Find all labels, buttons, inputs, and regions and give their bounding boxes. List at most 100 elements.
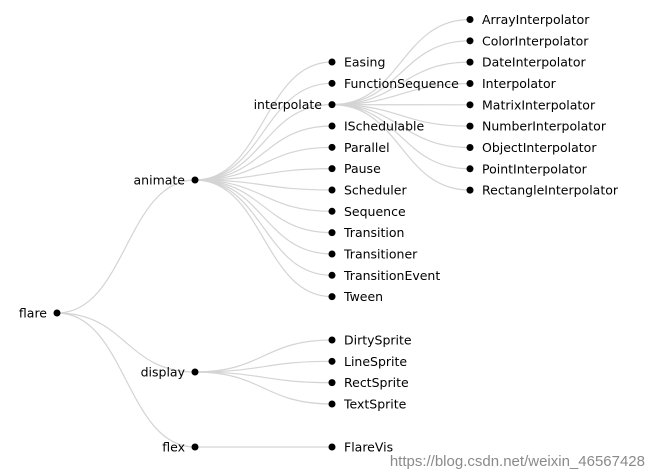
node-transition[interactable]: Transition xyxy=(328,225,405,240)
node-dot[interactable] xyxy=(191,368,199,376)
link-flare-flex xyxy=(56,312,196,448)
link-animate-function-sequence xyxy=(194,82,333,181)
node-dot[interactable] xyxy=(328,58,336,66)
node-label: flare xyxy=(19,306,47,321)
node-dot[interactable] xyxy=(191,176,199,184)
node-label: ISchedulable xyxy=(344,118,425,133)
node-transition-event[interactable]: TransitionEvent xyxy=(328,268,441,283)
node-dot[interactable] xyxy=(328,250,336,258)
node-dot[interactable] xyxy=(466,37,474,45)
link-interpolate-rectangle-interpolator xyxy=(331,104,471,191)
link-interpolate-array-interpolator xyxy=(331,18,471,106)
node-dot[interactable] xyxy=(328,336,336,344)
node-object-interpolator[interactable]: ObjectInterpolator xyxy=(466,140,598,155)
node-function-sequence[interactable]: FunctionSequence xyxy=(328,76,460,91)
node-label: FunctionSequence xyxy=(344,76,459,91)
node-date-interpolator[interactable]: DateInterpolator xyxy=(466,55,587,70)
node-dot[interactable] xyxy=(328,443,336,451)
node-rectangle-interpolator[interactable]: RectangleInterpolator xyxy=(466,183,619,198)
node-dot[interactable] xyxy=(53,309,61,317)
link-interpolate-object-interpolator xyxy=(331,104,471,149)
node-display[interactable]: display xyxy=(141,365,199,380)
node-label: Transitioner xyxy=(343,246,418,261)
node-dot[interactable] xyxy=(191,443,199,451)
link-animate-tween xyxy=(194,179,333,298)
node-label: NumberInterpolator xyxy=(482,119,607,134)
node-line-sprite[interactable]: LineSprite xyxy=(328,354,408,369)
node-dot[interactable] xyxy=(328,379,336,387)
node-label: Interpolator xyxy=(482,76,557,91)
node-dot[interactable] xyxy=(466,101,474,109)
node-dot[interactable] xyxy=(466,143,474,151)
node-parallel[interactable]: Parallel xyxy=(328,140,390,155)
node-dot[interactable] xyxy=(328,400,336,408)
link-interpolate-date-interpolator xyxy=(331,61,471,106)
node-dot[interactable] xyxy=(328,357,336,365)
node-interpolate[interactable]: interpolate xyxy=(254,97,336,112)
link-display-text-sprite xyxy=(194,371,333,405)
node-label: FlareVis xyxy=(344,440,393,455)
node-dot[interactable] xyxy=(466,122,474,130)
link-display-line-sprite xyxy=(194,360,333,373)
node-label: animate xyxy=(134,173,186,188)
node-scheduler[interactable]: Scheduler xyxy=(328,182,408,197)
node-label: Transition xyxy=(343,225,404,240)
link-display-rect-sprite xyxy=(194,371,333,384)
node-pause[interactable]: Pause xyxy=(328,161,382,176)
node-flare[interactable]: flare xyxy=(19,306,61,321)
node-number-interpolator[interactable]: NumberInterpolator xyxy=(466,119,607,134)
node-flex[interactable]: flex xyxy=(162,440,199,455)
node-transitioner[interactable]: Transitioner xyxy=(328,246,419,261)
node-flare-vis[interactable]: FlareVis xyxy=(328,440,394,455)
node-label: DateInterpolator xyxy=(482,55,586,70)
node-label: RectSprite xyxy=(344,375,409,390)
node-dot[interactable] xyxy=(328,186,336,194)
node-dot[interactable] xyxy=(466,79,474,87)
node-ischedulable[interactable]: ISchedulable xyxy=(328,118,425,133)
node-matrix-interpolator[interactable]: MatrixInterpolator xyxy=(466,97,596,112)
node-color-interpolator[interactable]: ColorInterpolator xyxy=(466,33,590,48)
node-dot[interactable] xyxy=(466,58,474,66)
link-display-dirty-sprite xyxy=(194,339,333,373)
node-dot[interactable] xyxy=(328,79,336,87)
link-animate-transition-event xyxy=(194,179,333,276)
link-flare-display xyxy=(56,312,196,373)
node-array-interpolator[interactable]: ArrayInterpolator xyxy=(466,12,591,27)
node-dot[interactable] xyxy=(466,186,474,194)
node-dot[interactable] xyxy=(328,165,336,173)
node-easing[interactable]: Easing xyxy=(328,55,386,70)
watermark-text: https://blog.csdn.net/weixin_46567428 xyxy=(389,453,645,470)
node-label: DirtySprite xyxy=(344,333,412,348)
node-dot[interactable] xyxy=(328,271,336,279)
node-interpolator[interactable]: Interpolator xyxy=(466,76,557,91)
node-label: ObjectInterpolator xyxy=(482,140,597,155)
node-dot[interactable] xyxy=(328,101,336,109)
node-sequence[interactable]: Sequence xyxy=(328,204,406,219)
node-label: interpolate xyxy=(254,97,323,112)
node-animate[interactable]: animate xyxy=(134,173,199,188)
link-animate-easing xyxy=(194,61,333,181)
node-text-sprite[interactable]: TextSprite xyxy=(328,396,407,411)
node-dot[interactable] xyxy=(466,16,474,23)
node-label: Tween xyxy=(343,289,383,304)
node-dot[interactable] xyxy=(328,293,336,301)
node-label: PointInterpolator xyxy=(482,161,588,176)
node-dot[interactable] xyxy=(328,229,336,237)
node-label: TransitionEvent xyxy=(343,268,440,283)
node-dirty-sprite[interactable]: DirtySprite xyxy=(328,333,412,348)
node-rect-sprite[interactable]: RectSprite xyxy=(328,375,409,390)
link-animate-transition xyxy=(194,179,333,234)
link-interpolate-number-interpolator xyxy=(331,104,471,127)
node-dot[interactable] xyxy=(466,165,474,173)
node-dot[interactable] xyxy=(328,143,336,151)
node-dot[interactable] xyxy=(328,122,336,130)
node-tween[interactable]: Tween xyxy=(328,289,384,304)
link-flare-animate xyxy=(56,179,196,314)
node-dot[interactable] xyxy=(328,207,336,215)
node-label: ArrayInterpolator xyxy=(482,12,590,27)
node-point-interpolator[interactable]: PointInterpolator xyxy=(466,161,588,176)
node-label: LineSprite xyxy=(344,354,407,369)
link-interpolate-point-interpolator xyxy=(331,104,471,170)
link-animate-ischedulable xyxy=(194,125,333,181)
